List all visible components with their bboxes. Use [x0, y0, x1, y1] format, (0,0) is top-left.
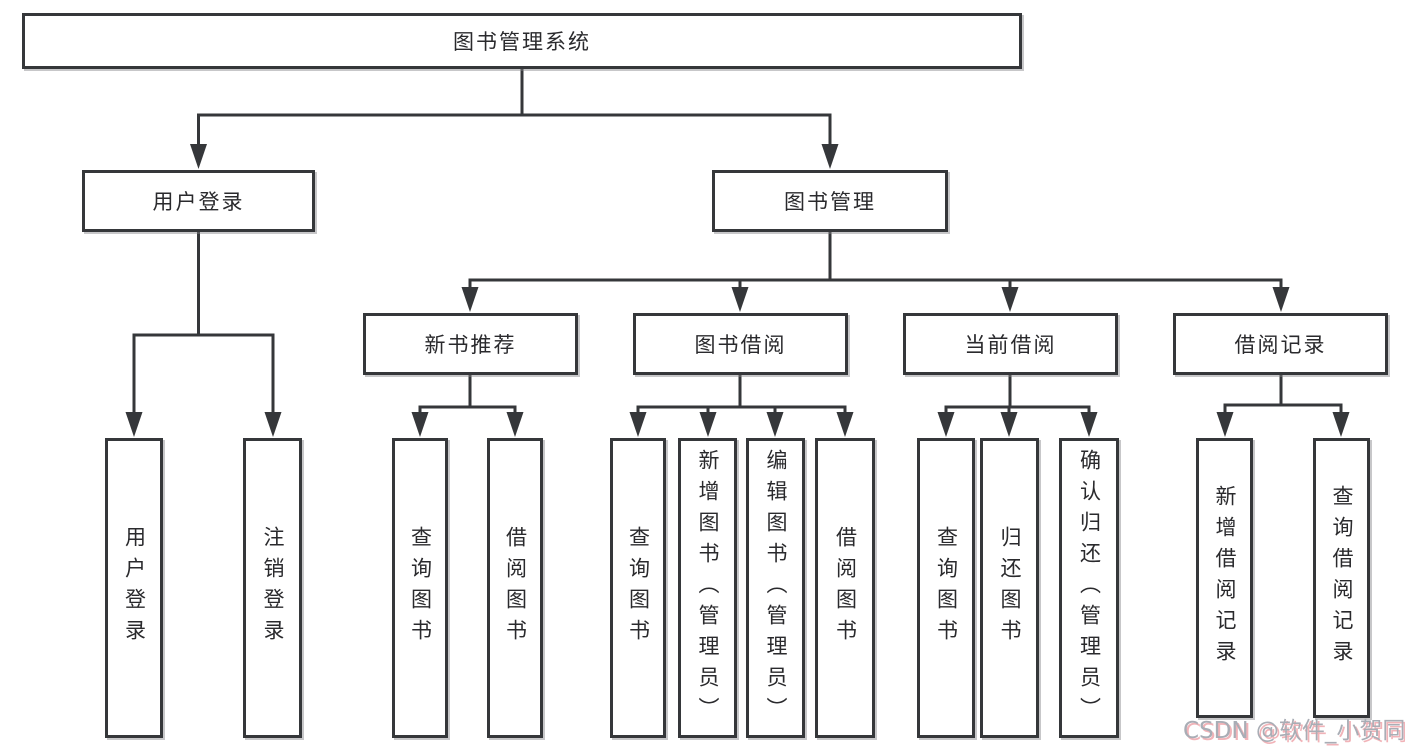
- leaf-label: 借阅图书: [833, 526, 858, 650]
- leaf-query-books-current: 查询图书: [917, 438, 975, 738]
- arrowhead: [1000, 412, 1018, 437]
- arrowhead: [1001, 287, 1019, 312]
- arrowhead: [766, 412, 784, 437]
- csdn-watermark: CSDN @软件_小贺同学: [1183, 718, 1405, 744]
- node-book-borrowing: 图书借阅: [633, 313, 848, 375]
- leaf-logout: 注销登录: [243, 438, 302, 738]
- leaf-edit-books-admin: 编辑图书（管理员）: [746, 438, 805, 738]
- leaf-label: 借阅图书: [503, 526, 528, 650]
- leaf-label: 查询图书: [626, 526, 651, 650]
- leaf-add-books-admin: 新增图书（管理员）: [678, 438, 737, 738]
- arrowhead: [937, 412, 955, 437]
- connector-current-borrowing-to-leaves: [944, 375, 1091, 414]
- node-label: 新书推荐: [424, 333, 517, 357]
- connector-root-to-level2: [197, 69, 832, 146]
- leaf-label: 注销登录: [261, 526, 285, 650]
- leaf-label: 查询图书: [408, 526, 433, 650]
- leaf-label: 新增图书（管理员）: [696, 448, 720, 728]
- connector-new-book-recommend-to-leaves: [418, 375, 517, 414]
- node-label: 图书管理系统: [453, 30, 591, 54]
- connector-borrowing-records-to-leaves: [1223, 375, 1343, 414]
- node-label: 用户登录: [152, 190, 245, 214]
- arrowhead: [411, 412, 429, 437]
- arrowhead: [1272, 287, 1290, 312]
- connector-user-login-to-leaves: [132, 232, 275, 414]
- arrowheads: [125, 144, 1350, 437]
- leaf-label: 编辑图书（管理员）: [764, 448, 788, 728]
- leaf-borrow-books-recommend: 借阅图书: [487, 438, 543, 738]
- leaf-label: 确认归还（管理员）: [1077, 448, 1102, 728]
- arrowhead: [264, 412, 282, 437]
- leaf-user-login: 用户登录: [105, 438, 163, 738]
- arrowhead: [461, 287, 479, 312]
- leaf-confirm-return-admin: 确认归还（管理员）: [1059, 438, 1119, 738]
- leaf-label: 归还图书: [998, 526, 1022, 650]
- leaf-query-books-recommend: 查询图书: [392, 438, 448, 738]
- leaf-query-books-borrowing: 查询图书: [610, 438, 666, 738]
- node-label: 图书借阅: [694, 333, 787, 357]
- node-library-management-system: 图书管理系统: [22, 13, 1022, 69]
- arrowhead: [699, 412, 717, 437]
- arrowhead: [629, 412, 647, 437]
- node-label: 借阅记录: [1234, 333, 1327, 357]
- arrowhead: [1216, 412, 1234, 437]
- leaf-label: 用户登录: [122, 526, 147, 650]
- leaf-add-borrowing-record: 新增借阅记录: [1196, 438, 1253, 718]
- arrowhead: [125, 412, 143, 437]
- node-user-login: 用户登录: [82, 170, 315, 232]
- leaf-borrow-books-borrowing: 借阅图书: [815, 438, 875, 738]
- arrowhead: [1080, 412, 1098, 437]
- arrowhead: [731, 287, 749, 312]
- leaf-label: 新增借阅记录: [1213, 485, 1237, 671]
- node-label: 当前借阅: [964, 333, 1057, 357]
- node-book-management: 图书管理: [712, 170, 948, 232]
- leaf-return-books: 归还图书: [980, 438, 1039, 738]
- node-new-book-recommend: 新书推荐: [363, 313, 578, 375]
- arrowhead: [836, 412, 854, 437]
- node-label: 图书管理: [784, 190, 876, 214]
- node-borrowing-records: 借阅记录: [1173, 313, 1388, 375]
- arrowhead: [1332, 412, 1350, 437]
- node-current-borrowing: 当前借阅: [903, 313, 1118, 375]
- leaf-label: 查询借阅记录: [1330, 485, 1354, 671]
- arrowhead: [821, 144, 839, 169]
- leaf-query-borrowing-record: 查询借阅记录: [1313, 438, 1370, 718]
- arrowhead: [506, 412, 524, 437]
- connector-book-borrowing-to-leaves: [636, 375, 847, 414]
- connector-book-management-to-level3: [468, 232, 1283, 290]
- leaf-label: 查询图书: [934, 526, 959, 650]
- arrowhead: [190, 144, 207, 169]
